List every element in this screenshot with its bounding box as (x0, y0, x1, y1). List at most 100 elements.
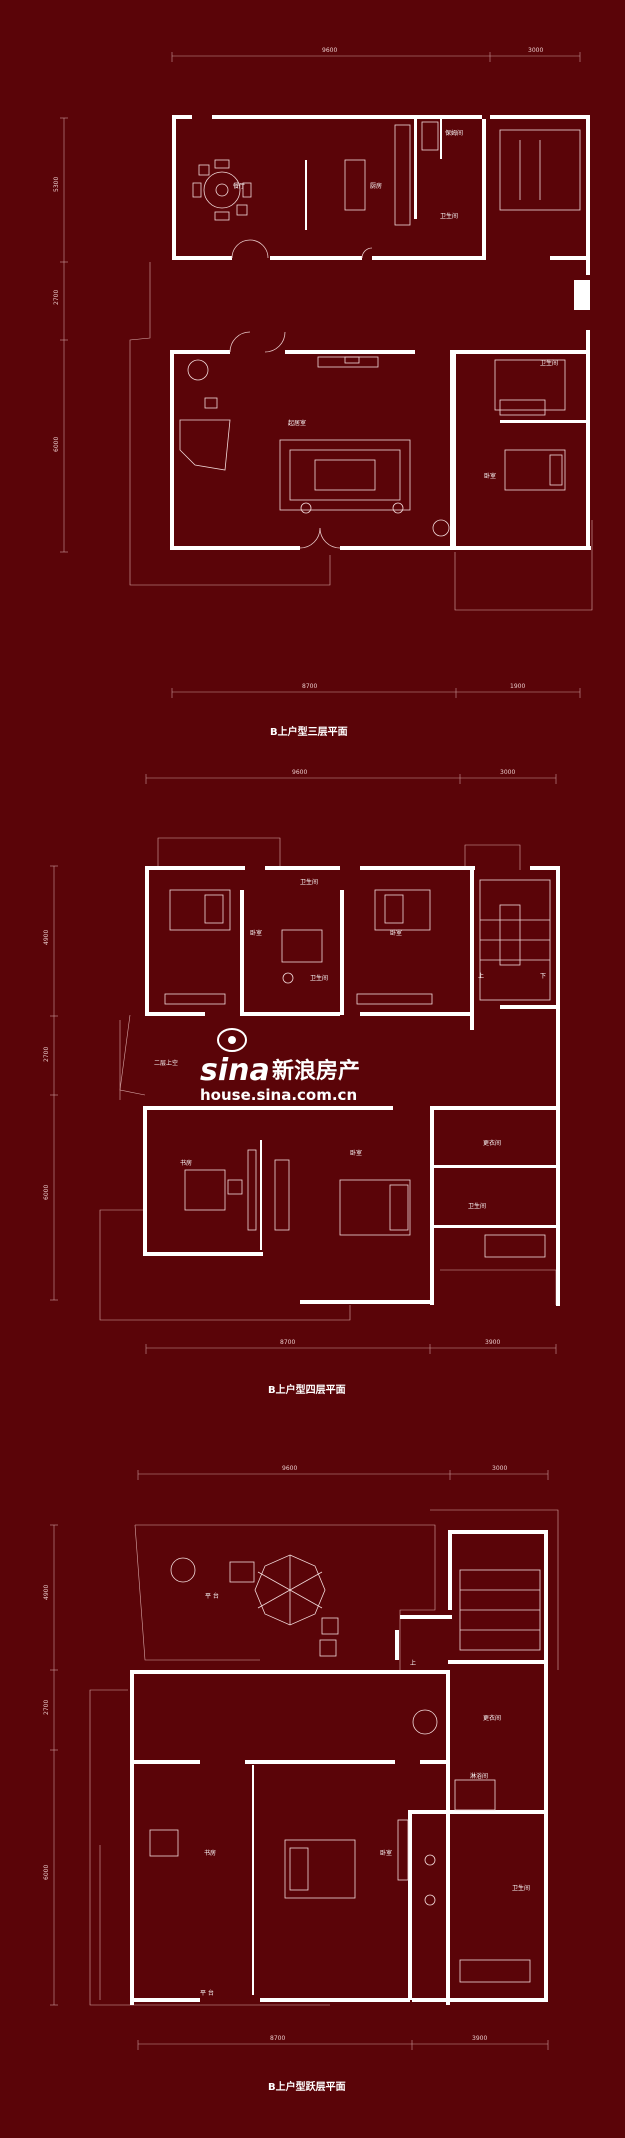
piano (179, 397, 231, 471)
dim-top-2: 3000 (528, 47, 543, 54)
kitchen-island (344, 159, 366, 211)
dim-bottom-1: 8700 (280, 1339, 295, 1346)
dim-bottom-2: 1900 (510, 683, 525, 690)
dim-bottom-1: 8700 (270, 2035, 285, 2042)
armchair-icon (149, 1829, 179, 1857)
stair-core (479, 879, 551, 1001)
room-family: 起居室 (288, 419, 306, 427)
bed-icon (504, 449, 566, 491)
plant-icon (412, 1709, 438, 1735)
dim-top-1: 9600 (322, 47, 337, 54)
tub-upper (421, 121, 439, 151)
wardrobe (356, 993, 433, 1005)
study-furniture (184, 1149, 257, 1231)
umbrella-table (254, 1554, 326, 1626)
balcony-outline-west (129, 262, 331, 586)
dim-left-2: 2700 (43, 1047, 50, 1062)
kitchen-counter (394, 124, 411, 226)
dim-left-3: 6000 (43, 1865, 50, 1880)
stair-upper (499, 129, 581, 211)
tv-unit (274, 1159, 290, 1231)
room-bedroom: 卧室 (380, 1849, 392, 1857)
walls-lower (170, 280, 591, 550)
plan-caption: B上户型四层平面 (268, 1383, 346, 1396)
bed-icon (284, 1839, 356, 1899)
dimension-top: 9600 3000 (137, 1465, 549, 1480)
dimension-bottom: 8700 1900 (171, 683, 581, 698)
room-bedroom-1: 卧室 (250, 929, 262, 937)
stair-up-label: 上 (478, 972, 484, 980)
bath-fixtures-lower (494, 359, 566, 411)
watermark-brand-cn: 新浪房产 (272, 1058, 360, 1084)
dim-bottom-1: 8700 (302, 683, 317, 690)
dim-top-2: 3000 (492, 1465, 507, 1472)
dim-left-1: 5300 (53, 177, 60, 192)
plan-loft-floor: 9600 3000 4900 2700 6000 (43, 1465, 559, 2093)
living-sofa-set (279, 439, 411, 514)
walls-lower (143, 1106, 560, 1305)
room-bath-2: 卫生间 (310, 974, 328, 982)
chair-icon (229, 1561, 255, 1583)
room-bedroom: 卧室 (484, 472, 496, 480)
shower-fixture (454, 1779, 496, 1811)
door-1 (231, 239, 251, 259)
plant-icon (432, 519, 450, 537)
plan-third-floor: 9600 3000 5300 2700 6000 (53, 47, 593, 738)
bathtub-icon (484, 1234, 546, 1258)
room-dining: 餐厅 (233, 182, 245, 190)
bed-icon (374, 889, 431, 931)
room-maid: 保姆间 (445, 129, 463, 137)
room-bath-upper: 卫生间 (440, 212, 458, 220)
room-bath-lower: 卫生间 (540, 359, 558, 367)
dim-left-1: 4900 (43, 930, 50, 945)
dim-left-1: 4900 (43, 1585, 50, 1600)
stair-down-label: 下 (540, 973, 546, 980)
terrace-bottom-label: 平 台 (200, 1989, 214, 1997)
plan-fourth-floor: 9600 3000 4900 2700 6000 (43, 769, 560, 1396)
dining-table (192, 159, 252, 221)
dim-bottom-2: 3900 (485, 1339, 500, 1346)
chair-icon (319, 1639, 337, 1657)
shower-fixture (281, 929, 323, 963)
sink-icon (424, 1894, 436, 1906)
dimension-left: 4900 2700 6000 (43, 1524, 58, 2006)
dim-left-2: 2700 (53, 290, 60, 305)
dimension-left: 4900 2700 6000 (43, 865, 58, 1301)
wardrobe (164, 993, 226, 1005)
dimension-left: 5300 2700 6000 (53, 117, 68, 553)
eye-icon (217, 1028, 247, 1052)
dim-top-1: 9600 (282, 1465, 297, 1472)
sink-icon (282, 972, 294, 984)
plant-icon (170, 1557, 196, 1583)
dim-bottom-2: 3900 (472, 2035, 487, 2042)
plant-icon (187, 359, 209, 381)
sink-icon (424, 1854, 436, 1866)
dim-top-1: 9600 (292, 769, 307, 776)
room-study: 书房 (180, 1159, 192, 1167)
bathtub-icon (459, 1959, 531, 1983)
watermark-url: house.sina.com.cn (200, 1086, 357, 1104)
room-closet: 更衣间 (483, 1139, 501, 1147)
master-bed-icon (339, 1179, 411, 1236)
dim-top-2: 3000 (500, 769, 515, 776)
room-kitchen: 厨房 (370, 182, 382, 190)
walls-upper (145, 866, 560, 1306)
tv-cabinet (317, 356, 379, 368)
bed-icon (169, 889, 231, 931)
dim-left-2: 2700 (43, 1700, 50, 1715)
room-bath-1: 卫生间 (300, 878, 318, 886)
room-study: 书房 (204, 1849, 216, 1857)
room-closet: 更衣间 (483, 1714, 501, 1722)
room-shower: 淋浴间 (470, 1772, 488, 1780)
dim-left-3: 6000 (43, 1185, 50, 1200)
sina-watermark: sina 新浪房产 house.sina.com.cn (200, 1028, 360, 1104)
room-bath: 卫生间 (512, 1884, 530, 1892)
dim-left-3: 6000 (53, 437, 60, 452)
plan-caption: B上户型三层平面 (270, 725, 348, 738)
room-master: 卧室 (350, 1149, 362, 1157)
stair-up-label: 上 (410, 1659, 416, 1667)
walls-lower (130, 1670, 548, 2005)
plan-caption: B上户型跃层平面 (268, 2080, 346, 2093)
